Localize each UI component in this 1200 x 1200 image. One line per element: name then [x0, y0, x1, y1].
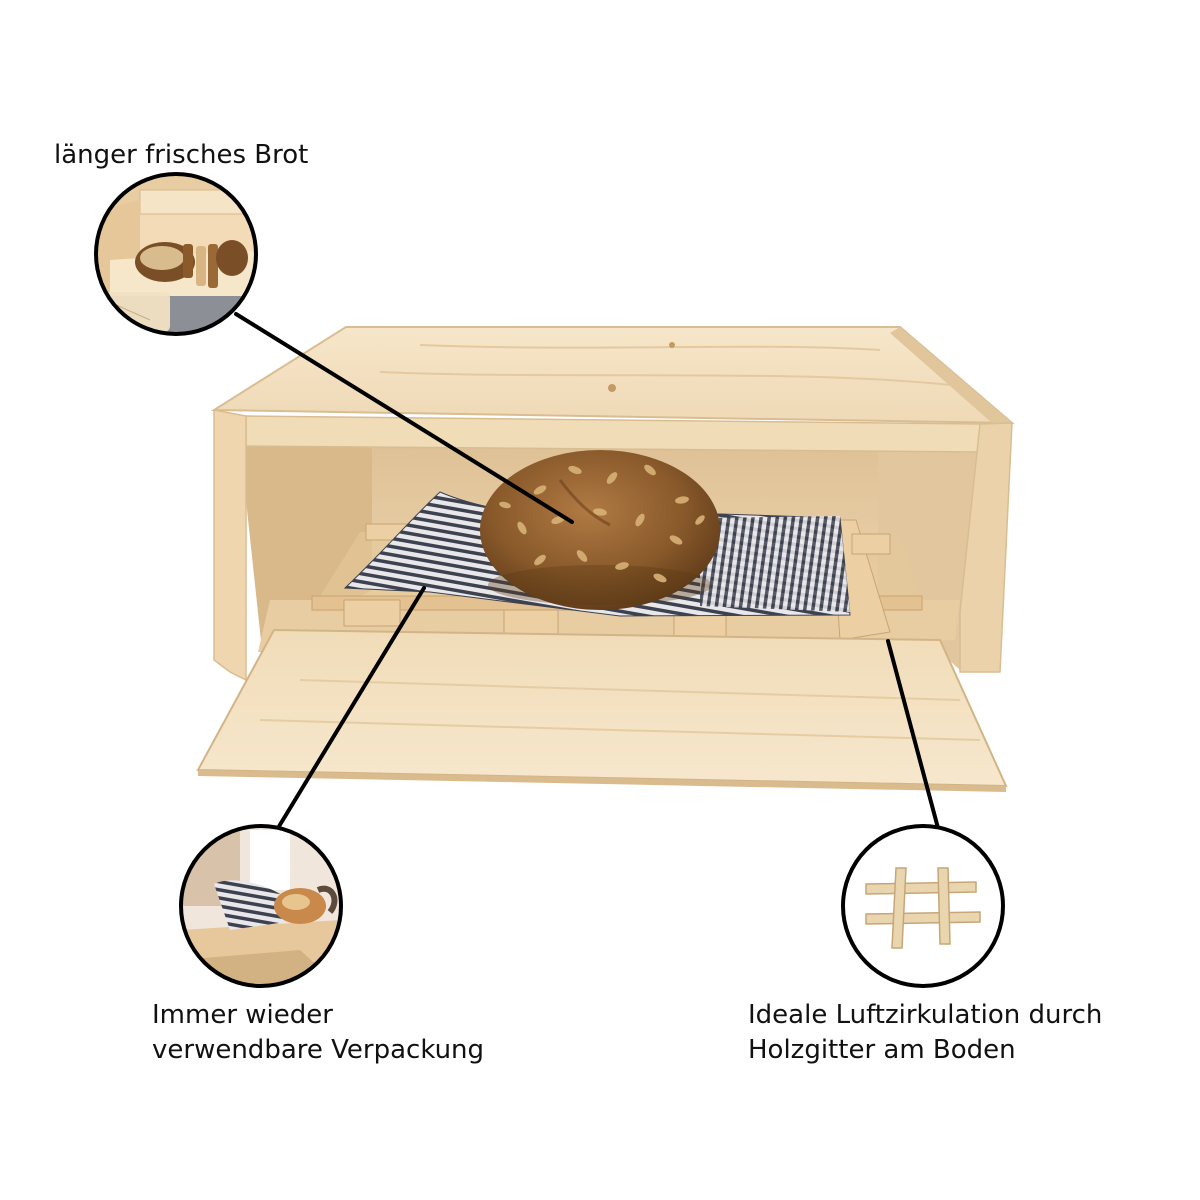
- callout-label-fresh-bread: länger frisches Brot: [54, 138, 308, 173]
- callout-label-air-circulation: Ideale Luftzirkulation durch Holzgitter …: [748, 998, 1102, 1068]
- callout-lines: [234, 312, 940, 830]
- callout-image-reusable-wrap: [179, 824, 343, 988]
- bread-box: [196, 326, 1015, 792]
- callout-bottom-right-line2: Holzgitter am Boden: [748, 1035, 1016, 1065]
- callout-top-text: länger frisches Brot: [54, 140, 309, 170]
- callout-bottom-left-line2: verwendbare Verpackung: [152, 1035, 485, 1065]
- bread-loaf: [480, 450, 720, 610]
- callout-label-reusable-wrap: Immer wieder verwendbare Verpackung: [152, 998, 484, 1068]
- front-flap: [196, 628, 1008, 792]
- callout-bottom-right-line1: Ideale Luftzirkulation durch: [748, 1000, 1103, 1030]
- callout-image-wooden-grid: [841, 824, 1005, 988]
- callout-image-sliced-bread: [94, 172, 258, 336]
- callout-bottom-left-line1: Immer wieder: [152, 1000, 333, 1030]
